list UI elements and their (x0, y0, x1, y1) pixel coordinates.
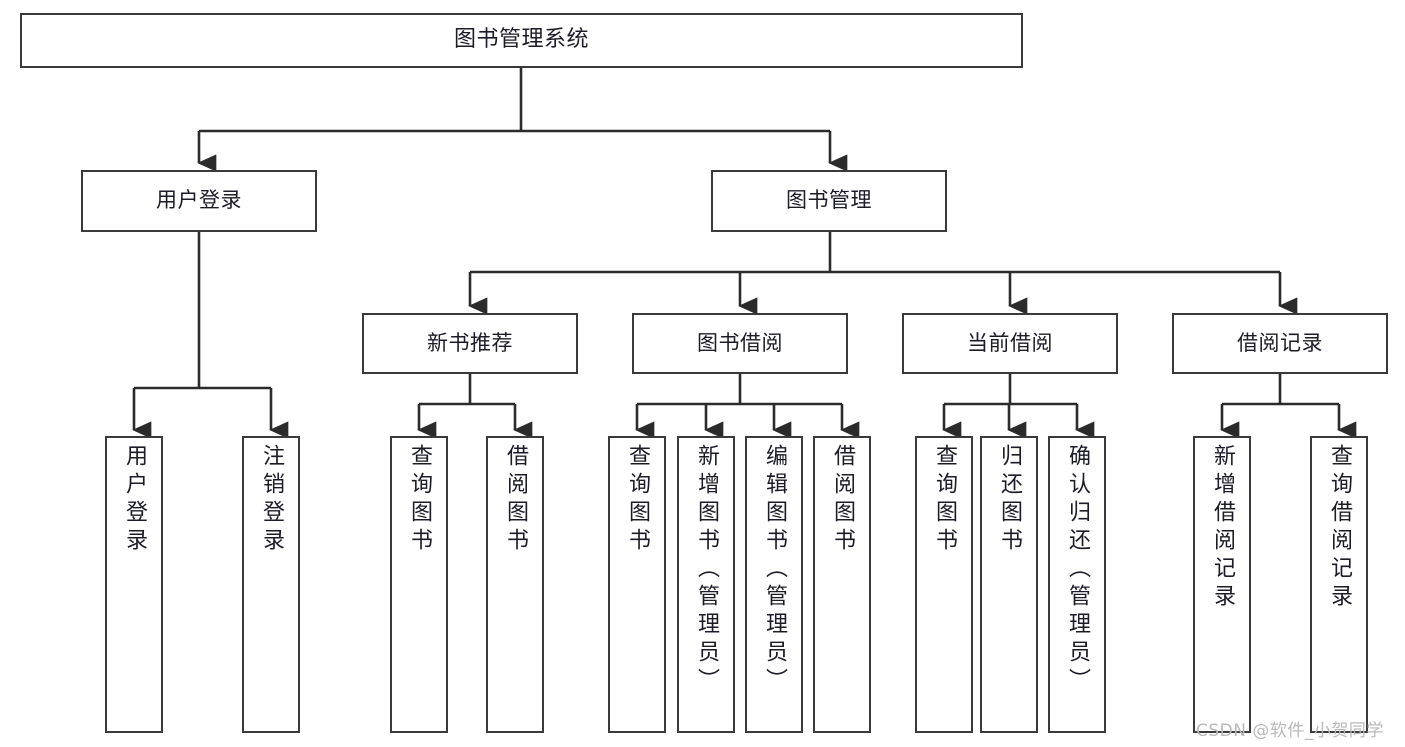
leaf-record-add-record[interactable]: 新增借阅记录 (1193, 436, 1251, 733)
node-book-borrow-label: 图书借阅 (697, 330, 783, 355)
node-new-book-recommend[interactable]: 新书推荐 (362, 313, 578, 374)
leaf-record-add-record-label: 新增借阅记录 (1210, 444, 1235, 612)
leaf-borrow-query-book-label: 查询图书 (625, 444, 650, 556)
leaf-borrow-query-book[interactable]: 查询图书 (608, 436, 666, 733)
node-new-book-recommend-label: 新书推荐 (427, 330, 513, 355)
node-book-management[interactable]: 图书管理 (711, 170, 947, 232)
leaf-record-query-record[interactable]: 查询借阅记录 (1310, 436, 1368, 733)
leaf-current-query-book-label: 查询图书 (932, 444, 957, 556)
csdn-watermark: CSDN @软件_小贺同学 (1196, 721, 1384, 741)
leaf-recommend-query-book[interactable]: 查询图书 (390, 436, 448, 733)
node-root[interactable]: 图书管理系统 (20, 13, 1023, 68)
node-book-borrow[interactable]: 图书借阅 (632, 313, 848, 374)
leaf-user-login-login-label: 用户登录 (122, 444, 147, 556)
leaf-user-login-logout[interactable]: 注销登录 (242, 436, 300, 733)
node-root-label: 图书管理系统 (453, 27, 589, 53)
node-book-management-label: 图书管理 (786, 188, 872, 213)
leaf-borrow-borrow-book[interactable]: 借阅图书 (813, 436, 871, 733)
leaf-current-confirm-return[interactable]: 确认归还（管理员） (1048, 436, 1106, 733)
node-user-login[interactable]: 用户登录 (81, 170, 317, 232)
node-current-borrow[interactable]: 当前借阅 (902, 313, 1118, 374)
node-borrow-record-label: 借阅记录 (1237, 330, 1323, 355)
leaf-recommend-query-book-label: 查询图书 (407, 444, 432, 556)
leaf-current-query-book[interactable]: 查询图书 (915, 436, 973, 733)
leaf-user-login-login[interactable]: 用户登录 (105, 436, 163, 733)
leaf-current-return-book[interactable]: 归还图书 (980, 436, 1038, 733)
leaf-borrow-add-book[interactable]: 新增图书（管理员） (677, 436, 735, 733)
leaf-user-login-logout-label: 注销登录 (259, 444, 284, 556)
leaf-recommend-borrow-book[interactable]: 借阅图书 (486, 436, 544, 733)
leaf-recommend-borrow-book-label: 借阅图书 (503, 444, 528, 556)
node-borrow-record[interactable]: 借阅记录 (1172, 313, 1388, 374)
node-current-borrow-label: 当前借阅 (967, 330, 1053, 355)
leaf-borrow-edit-book[interactable]: 编辑图书（管理员） (745, 436, 803, 733)
leaf-record-query-record-label: 查询借阅记录 (1327, 444, 1352, 612)
leaf-current-confirm-return-label: 确认归还（管理员） (1065, 444, 1090, 696)
leaf-borrow-edit-book-label: 编辑图书（管理员） (762, 444, 787, 696)
leaf-borrow-borrow-book-label: 借阅图书 (830, 444, 855, 556)
node-user-login-label: 用户登录 (156, 188, 242, 213)
leaf-borrow-add-book-label: 新增图书（管理员） (694, 444, 719, 696)
leaf-current-return-book-label: 归还图书 (997, 444, 1022, 556)
